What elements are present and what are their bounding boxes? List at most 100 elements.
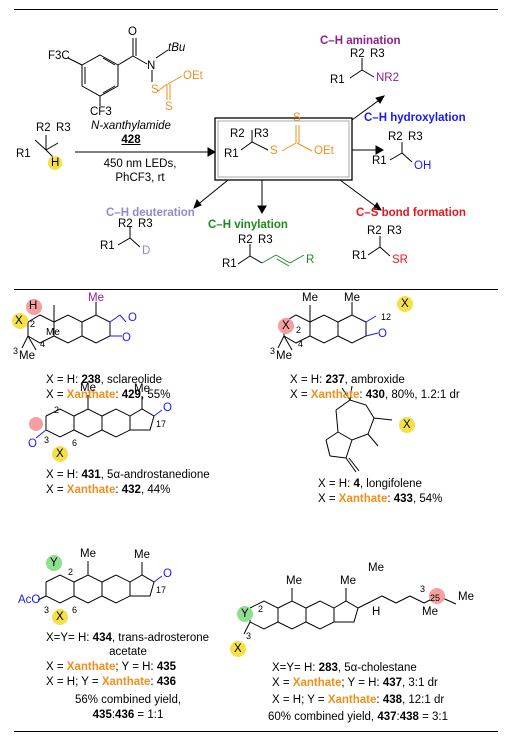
cs-r2: R2 bbox=[367, 225, 382, 237]
center-box-inner bbox=[217, 120, 350, 178]
amb-n3: 3 bbox=[270, 346, 276, 356]
vinyl-group: R bbox=[306, 254, 315, 266]
center-structure bbox=[240, 130, 269, 151]
reagent-xanthate bbox=[156, 75, 183, 100]
chol-me2: Me bbox=[340, 575, 356, 587]
scl-x: X bbox=[15, 315, 23, 327]
chol-n3b: 3 bbox=[420, 584, 426, 594]
adrosterone-carbonyl bbox=[153, 575, 163, 583]
scl-n2: 2 bbox=[30, 319, 36, 329]
substrate-r3: R3 bbox=[56, 122, 71, 134]
adro-me1: Me bbox=[80, 548, 96, 560]
deut-group: D bbox=[142, 245, 151, 257]
longi-x: X bbox=[403, 419, 411, 431]
chol-y: Y bbox=[241, 608, 249, 620]
ambroxide-line-1: X = H: 237, ambroxide bbox=[290, 374, 405, 386]
reagent-s-double: S bbox=[165, 101, 173, 113]
reagent-cf3-bottom: CF3 bbox=[90, 106, 112, 118]
reagent-oxygen: O bbox=[128, 26, 137, 38]
ambroxide-ether bbox=[365, 315, 379, 337]
chol-x: X bbox=[234, 643, 242, 655]
reagent-cf3-top: F3C bbox=[48, 50, 70, 62]
product-deuteration bbox=[117, 226, 141, 248]
reagent-name: N-xanthylamide bbox=[91, 120, 171, 132]
scl-n4: 4 bbox=[40, 339, 46, 349]
reagent-nitrogen: N bbox=[147, 60, 156, 72]
substrate-r1: R1 bbox=[16, 148, 31, 160]
adro-n3: 3 bbox=[44, 605, 50, 615]
product-amination bbox=[349, 58, 375, 79]
chol-me3: Me bbox=[368, 562, 384, 574]
reagent-tbu: tBu bbox=[168, 42, 186, 54]
chol-n3: 3 bbox=[246, 631, 252, 641]
chol-n25: 25 bbox=[430, 593, 441, 603]
ambroxide-line-2: X = Xanthate: 430, 80%, 1.2:1 dr bbox=[290, 389, 460, 401]
amb-x-top: X bbox=[401, 298, 409, 310]
cs-r3: R3 bbox=[387, 225, 402, 237]
adro-line-2: X = Xanthate; Y = H: 435 bbox=[46, 661, 176, 673]
andro-n6: 6 bbox=[72, 438, 78, 448]
chol-line-1: X=Y= H: 283, 5α-cholestane bbox=[272, 662, 417, 674]
adro-o: O bbox=[163, 568, 172, 580]
reagent-oet: OEt bbox=[183, 70, 203, 82]
cs-bond-title: C–S bond formation bbox=[356, 207, 466, 219]
hydroxylation-r2: R2 bbox=[388, 131, 403, 143]
andro-n3: 3 bbox=[44, 435, 50, 445]
sclareolide-structure bbox=[21, 302, 111, 351]
adro-line-1b: acetate bbox=[109, 646, 147, 658]
center-oet: OEt bbox=[314, 145, 334, 157]
scl-n3: 3 bbox=[13, 346, 19, 356]
scl-o-ring: O bbox=[122, 332, 131, 344]
sclareolide-line-2: X = Xanthate: 429, 55% bbox=[46, 389, 171, 401]
hydroxylation-r1: R1 bbox=[372, 155, 387, 167]
outcome-arrows bbox=[193, 95, 386, 215]
sclareolide-lactone bbox=[109, 314, 127, 337]
amb-n2: 2 bbox=[296, 325, 302, 335]
deut-r2: R2 bbox=[118, 218, 133, 230]
adro-me2: Me bbox=[134, 549, 150, 561]
vinyl-r1: R1 bbox=[222, 258, 237, 270]
chol-me-end2: Me bbox=[422, 606, 438, 618]
amination-r3: R3 bbox=[370, 48, 385, 60]
reagent-s-link: S bbox=[151, 84, 159, 96]
scl-me3: Me bbox=[19, 350, 35, 362]
adro-x: X bbox=[56, 611, 64, 623]
longifolene-structure bbox=[325, 385, 393, 473]
chol-line-2: X = Xanthate; Y = H: 437, 3:1 dr bbox=[272, 677, 438, 689]
sclareolide-line-1: X = H: 238, sclareolide bbox=[46, 374, 163, 386]
adro-line-4: 56% combined yield, bbox=[74, 694, 182, 706]
ambroxide-structure bbox=[277, 302, 367, 351]
adro-n2: 2 bbox=[68, 567, 74, 577]
bottom-rule bbox=[14, 731, 498, 732]
amb-o: O bbox=[378, 328, 387, 340]
amb-me3: Me bbox=[276, 350, 292, 362]
amination-title: C–H amination bbox=[320, 35, 401, 47]
product-vinyl-alkene bbox=[261, 254, 305, 267]
center-r1: R1 bbox=[224, 148, 239, 160]
product-vinyl bbox=[237, 244, 263, 265]
scl-o-carbonyl: O bbox=[128, 312, 137, 324]
product-hydroxylation bbox=[389, 142, 413, 163]
chol-me-end: Me bbox=[458, 591, 474, 603]
scl-me2: Me bbox=[88, 292, 104, 304]
hydroxylation-title: C–H hydroxylation bbox=[364, 112, 466, 124]
andro-me2: Me bbox=[134, 383, 150, 395]
adro-n6: 6 bbox=[72, 605, 78, 615]
chol-line-3: X = H; Y = Xanthate: 438, 12:1 dr bbox=[272, 694, 445, 706]
chol-line-4: 60% combined yield, 437:438 = 3:1 bbox=[268, 711, 448, 723]
scl-me1: Me bbox=[46, 327, 60, 338]
chol-n2: 2 bbox=[258, 604, 264, 614]
amb-me1: Me bbox=[302, 292, 318, 304]
adro-n17: 17 bbox=[156, 585, 167, 595]
middle-rule bbox=[14, 289, 498, 290]
adro-line-5: 435:436 = 1:1 bbox=[92, 709, 164, 721]
hydroxylation-r3: R3 bbox=[408, 131, 423, 143]
amb-n4: 4 bbox=[298, 339, 304, 349]
vinylation-title: C–H vinylation bbox=[208, 219, 288, 231]
androstanedione-carbonyls bbox=[35, 409, 163, 439]
condition-1: 450 nm LEDs, bbox=[103, 158, 177, 170]
andro-me1: Me bbox=[80, 382, 96, 394]
center-box bbox=[214, 117, 353, 181]
product-cs bbox=[367, 236, 391, 257]
